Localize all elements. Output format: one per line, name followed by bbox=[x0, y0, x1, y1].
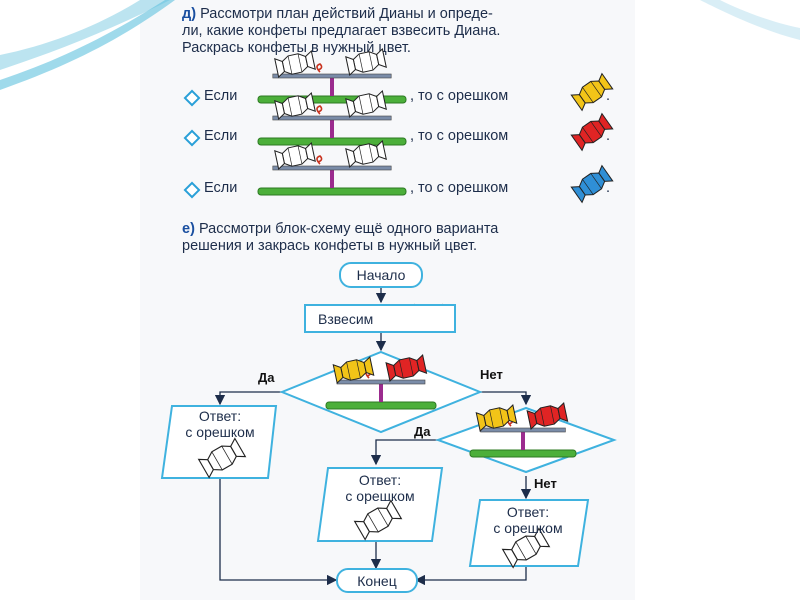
answer-text-1: Ответ: с орешком bbox=[170, 408, 270, 440]
answer-text-2: Ответ: с орешком bbox=[326, 472, 434, 504]
answer-subtitle: с орешком bbox=[326, 488, 434, 504]
answer-title: Ответ: bbox=[170, 408, 270, 424]
answer-title: Ответ: bbox=[476, 504, 580, 520]
answer-title: Ответ: bbox=[326, 472, 434, 488]
answer-subtitle: с орешком bbox=[476, 520, 580, 536]
answer-subtitle: с орешком bbox=[170, 424, 270, 440]
answer-text-3: Ответ: с орешком bbox=[476, 504, 580, 536]
